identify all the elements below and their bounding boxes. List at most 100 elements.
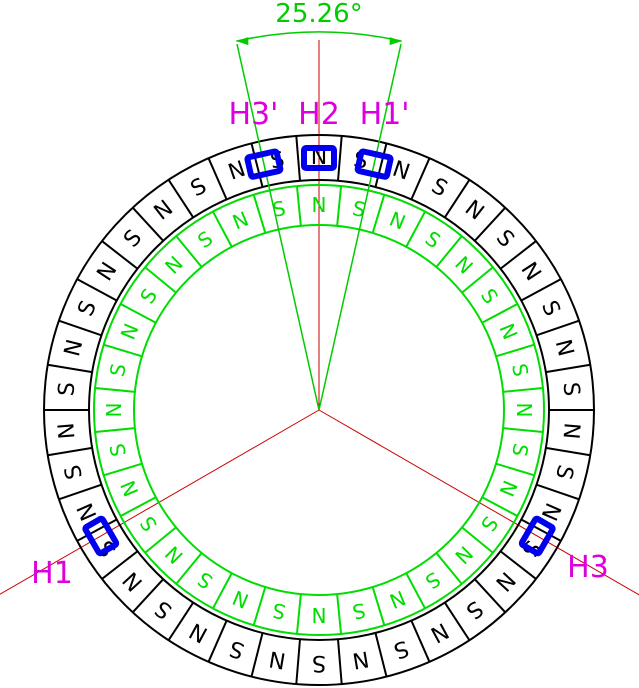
pole-label: N	[389, 157, 413, 186]
pole-divider	[503, 386, 544, 393]
pole-label: S	[54, 381, 80, 397]
pole-label: N	[160, 541, 188, 569]
pole-label: S	[476, 284, 503, 308]
hall-sensor-label: H1	[31, 556, 73, 591]
pole-divider	[212, 572, 233, 609]
pole-divider	[461, 266, 494, 294]
pole-divider	[144, 526, 177, 554]
pole-label: S	[507, 441, 533, 458]
hall-sensor-H2	[301, 145, 337, 171]
pole-divider	[371, 194, 386, 234]
pole-divider	[536, 483, 580, 501]
pole-label: S	[60, 462, 88, 482]
pole-label: S	[151, 595, 177, 623]
pole-divider	[520, 518, 562, 542]
angle-dimension: 25.26°	[236, 0, 402, 46]
pole-divider	[76, 278, 118, 302]
pole-divider	[410, 157, 431, 200]
pole-divider	[58, 319, 102, 337]
pole-divider	[443, 602, 471, 641]
pole-divider	[212, 211, 233, 248]
pole-divider	[76, 518, 118, 542]
pole-label: S	[536, 297, 565, 320]
inner-ring-outer-edge	[93, 184, 545, 636]
pole-divider	[144, 266, 177, 294]
pole-divider	[536, 319, 580, 337]
hall-sensor-label: H3'	[228, 97, 278, 132]
pole-divider	[495, 462, 535, 477]
pole-label: N	[460, 196, 488, 226]
pole-label: N	[267, 645, 287, 672]
pole-label: S	[350, 196, 367, 222]
pole-label: N	[60, 337, 88, 359]
pole-divider	[101, 550, 139, 580]
pole-label: S	[421, 226, 445, 253]
pole-label: S	[135, 512, 162, 536]
pole-label: S	[312, 650, 326, 675]
pole-divider	[167, 602, 195, 641]
pole-divider	[207, 620, 228, 663]
pole-divider	[47, 446, 93, 457]
pole-divider	[520, 278, 562, 302]
pole-label: S	[226, 635, 247, 663]
pole-label: N	[229, 585, 252, 613]
hall-sensor-H1	[82, 515, 120, 557]
pole-label: N	[312, 193, 327, 217]
hall-sensor-box	[301, 145, 337, 171]
pole-divider	[405, 572, 426, 609]
pole-label: N	[116, 477, 144, 500]
pole-divider	[120, 496, 157, 517]
pole-divider	[336, 594, 343, 635]
pole-divider	[461, 526, 494, 554]
pole-divider	[499, 550, 537, 580]
pole-label: N	[450, 541, 478, 569]
pole-label: S	[270, 196, 287, 222]
pole-label: S	[193, 226, 217, 253]
pole-label: N	[550, 337, 578, 359]
pole-divider	[295, 594, 302, 635]
pole-label: S	[74, 297, 103, 320]
pole-divider	[47, 363, 93, 374]
hall-sensor-H3p	[244, 148, 284, 180]
pole-label: N	[160, 251, 188, 279]
pole-divider	[132, 578, 164, 614]
hall-sensor-label: H1'	[360, 97, 410, 132]
pole-label: S	[550, 462, 578, 482]
pole-label: S	[421, 567, 445, 594]
pole-divider	[250, 143, 264, 188]
pole-divider	[94, 386, 135, 393]
pole-label: N	[450, 251, 478, 279]
angle-line	[318, 43, 402, 411]
pole-label: N	[515, 258, 545, 285]
axis-line	[318, 409, 639, 596]
pole-label: N	[494, 320, 522, 343]
pole-divider	[435, 235, 463, 268]
pole-divider	[58, 483, 102, 501]
pole-label: S	[558, 381, 584, 397]
pole-divider	[481, 496, 518, 517]
pole-divider	[374, 632, 388, 677]
pole-divider	[545, 363, 591, 374]
hall-sensor-box	[354, 148, 394, 180]
hall-sensor-label: H3	[567, 550, 609, 585]
pole-divider	[371, 586, 386, 626]
pole-label: S	[350, 598, 367, 624]
pole-divider	[545, 446, 591, 457]
pole-divider	[295, 639, 302, 685]
pole-label: S	[119, 225, 147, 252]
hall-sensor-H3	[518, 515, 556, 557]
pole-label: N	[490, 566, 520, 595]
pole-divider	[175, 235, 203, 268]
pole-label: N	[512, 403, 536, 418]
pole-label: S	[193, 567, 217, 594]
pole-label: N	[93, 258, 123, 285]
hall-sensor-box	[82, 515, 120, 557]
pole-divider	[167, 179, 195, 218]
angle-label: 25.26°	[275, 0, 362, 29]
pole-divider	[101, 240, 139, 270]
hall-sensor-label: H2	[298, 97, 340, 132]
axis-line	[0, 409, 320, 595]
pole-divider	[120, 303, 157, 324]
